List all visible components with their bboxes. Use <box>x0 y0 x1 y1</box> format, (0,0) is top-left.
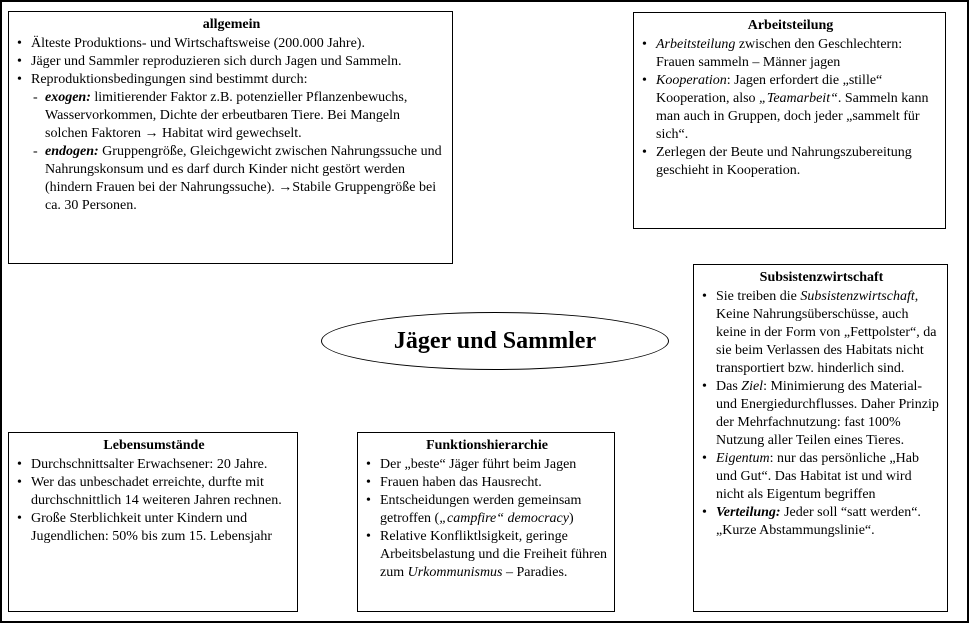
list-item: Frauen haben das Hausrecht. <box>366 474 608 492</box>
list-subsistenzwirtschaft: Sie treiben die Subsistenzwirtschaft, Ke… <box>702 288 941 540</box>
item-text: Relative Konfliktlsigkeit, geringe Arbei… <box>380 529 608 580</box>
item-text: Sie treiben die <box>716 289 801 304</box>
list-item: Relative Konfliktlsigkeit, geringe Arbei… <box>366 528 608 582</box>
list-item: Große Sterblichkeit unter Kindern und Ju… <box>17 510 291 546</box>
item-text: – Paradies. <box>502 565 568 580</box>
item-text: . Sammeln kann man auch in Gruppen, doch… <box>656 91 929 142</box>
list-item: Der „beste“ Jäger führt beim Jagen <box>366 456 608 474</box>
list-item: Eigentum: nur das persönliche „Hab und G… <box>702 450 941 504</box>
item-text: Das <box>716 379 742 394</box>
title-ellipse: Jäger und Sammler <box>321 312 669 370</box>
list-item: Verteilung: Jeder soll “satt werden“. „K… <box>702 504 941 540</box>
list-arbeitsteilung: Arbeitsteilung zwischen den Geschlechter… <box>642 36 939 180</box>
list-item: Arbeitsteilung zwischen den Geschlechter… <box>642 36 939 72</box>
list-item: Jäger und Sammler reproduzieren sich dur… <box>17 53 446 71</box>
term: Verteilung: <box>716 505 781 520</box>
heading-arbeitsteilung: Arbeitsteilung <box>747 18 834 33</box>
term: „campfire“ democracy <box>439 511 569 526</box>
heading-funktionshierarchie: Funktionshierarchie <box>426 438 548 453</box>
item-text: : Minimierung des Material- und Energied… <box>716 379 939 448</box>
sublist-allgemein: exogen: limitierender Faktor z.B. potenz… <box>31 89 446 215</box>
item-text: Jeder soll “satt werden“. „Kurze Abstamm… <box>716 505 921 538</box>
list-item: Wer das unbeschadet erreichte, durfte mi… <box>17 474 291 510</box>
term-endogen: endogen: <box>45 144 99 159</box>
sub-item-endogen: endogen: Gruppengröße, Gleichgewicht zwi… <box>31 143 446 215</box>
term: Kooperation <box>656 73 727 88</box>
item-text: zwischen den Geschlechtern: Frauen samme… <box>656 37 903 70</box>
box-allgemein: allgemein Älteste Produktions- und Wirts… <box>8 11 453 264</box>
heading-subsistenzwirtschaft: Subsistenzwirtschaft <box>759 270 884 285</box>
box-lebensumstaende: Lebensumstände Durchschnittsalter Erwach… <box>8 432 298 612</box>
heading-lebensumstaende: Lebensumstände <box>103 438 205 453</box>
item-text: , Keine Nahrungsüberschüsse, auch keine … <box>716 289 937 376</box>
list-item: Zerlegen der Beute und Nahrungszubereitu… <box>642 144 939 180</box>
term: Arbeitsteilung <box>656 37 736 52</box>
term-exogen: exogen: <box>45 90 91 105</box>
box-funktionshierarchie: Funktionshierarchie Der „beste“ Jäger fü… <box>357 432 615 612</box>
sub-item-exogen: exogen: limitierender Faktor z.B. potenz… <box>31 89 446 143</box>
list-allgemein: Älteste Produktions- und Wirtschaftsweis… <box>17 35 446 215</box>
list-item: Älteste Produktions- und Wirtschaftsweis… <box>17 35 446 53</box>
item-text: ) <box>568 511 574 526</box>
diagram-title: Jäger und Sammler <box>393 327 597 354</box>
term: Eigentum <box>716 451 770 466</box>
box-arbeitsteilung: Arbeitsteilung Arbeitsteilung zwischen d… <box>633 12 946 229</box>
heading-allgemein: allgemein <box>202 17 261 32</box>
item-text: Reproduktionsbedingungen sind bestimmt d… <box>31 72 308 87</box>
term: Urkommunismus <box>407 565 503 580</box>
list-item: Sie treiben die Subsistenzwirtschaft, Ke… <box>702 288 941 378</box>
item-text: Entscheidungen werden gemeinsam getroffe… <box>380 493 582 526</box>
list-lebensumstaende: Durchschnittsalter Erwachsener: 20 Jahre… <box>17 456 291 546</box>
term: Subsistenzwirtschaft <box>800 289 915 304</box>
list-funktionshierarchie: Der „beste“ Jäger führt beim Jagen Fraue… <box>366 456 608 582</box>
item-text: : Jagen erfordert die „stille“ Kooperati… <box>656 73 883 106</box>
list-item: Das Ziel: Minimierung des Material- und … <box>702 378 941 450</box>
list-item: Durchschnittsalter Erwachsener: 20 Jahre… <box>17 456 291 474</box>
term: „Teamarbeit“ <box>759 91 838 106</box>
box-subsistenzwirtschaft: Subsistenzwirtschaft Sie treiben die Sub… <box>693 264 948 612</box>
item-text: Gruppengröße, Gleichgewicht zwischen Nah… <box>45 144 442 213</box>
term: Ziel <box>741 379 764 394</box>
list-item: Entscheidungen werden gemeinsam getroffe… <box>366 492 608 528</box>
list-item: Kooperation: Jagen erfordert die „stille… <box>642 72 939 144</box>
item-text: : nur das persönliche „Hab und Gut“. Das… <box>716 451 919 502</box>
item-text: limitierender Faktor z.B. potenzieller P… <box>45 90 408 141</box>
list-item: Reproduktionsbedingungen sind bestimmt d… <box>17 71 446 215</box>
